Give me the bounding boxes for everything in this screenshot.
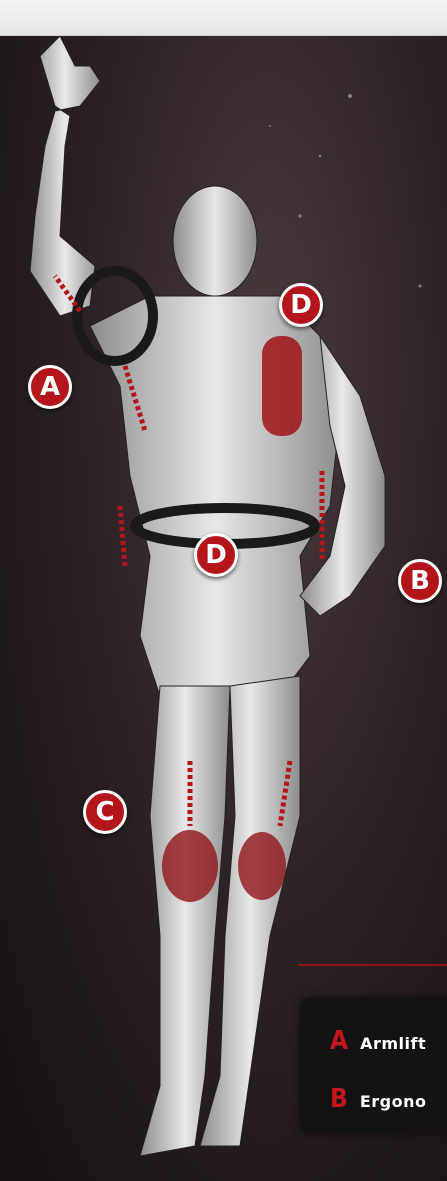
browser-top-bar xyxy=(0,0,447,36)
badge-b: B xyxy=(398,559,442,603)
badge-d-waist: D xyxy=(194,533,238,577)
badge-d-shoulder: D xyxy=(279,283,323,327)
body-illustration-stage: A D D B C A Armlift B Ergono xyxy=(0,36,447,1181)
legend-label: Armlift xyxy=(360,1034,426,1053)
legend-divider xyxy=(298,964,447,966)
legend-item-a: A Armlift xyxy=(330,1026,426,1056)
legend-letter: A xyxy=(330,1026,348,1056)
badge-c: C xyxy=(83,790,127,834)
badge-a: A xyxy=(28,365,72,409)
legend-item-b: B Ergono xyxy=(330,1084,426,1114)
legend-label: Ergono xyxy=(360,1092,427,1111)
legend-panel: A Armlift B Ergono xyxy=(300,998,447,1133)
legend-letter: B xyxy=(330,1084,348,1114)
